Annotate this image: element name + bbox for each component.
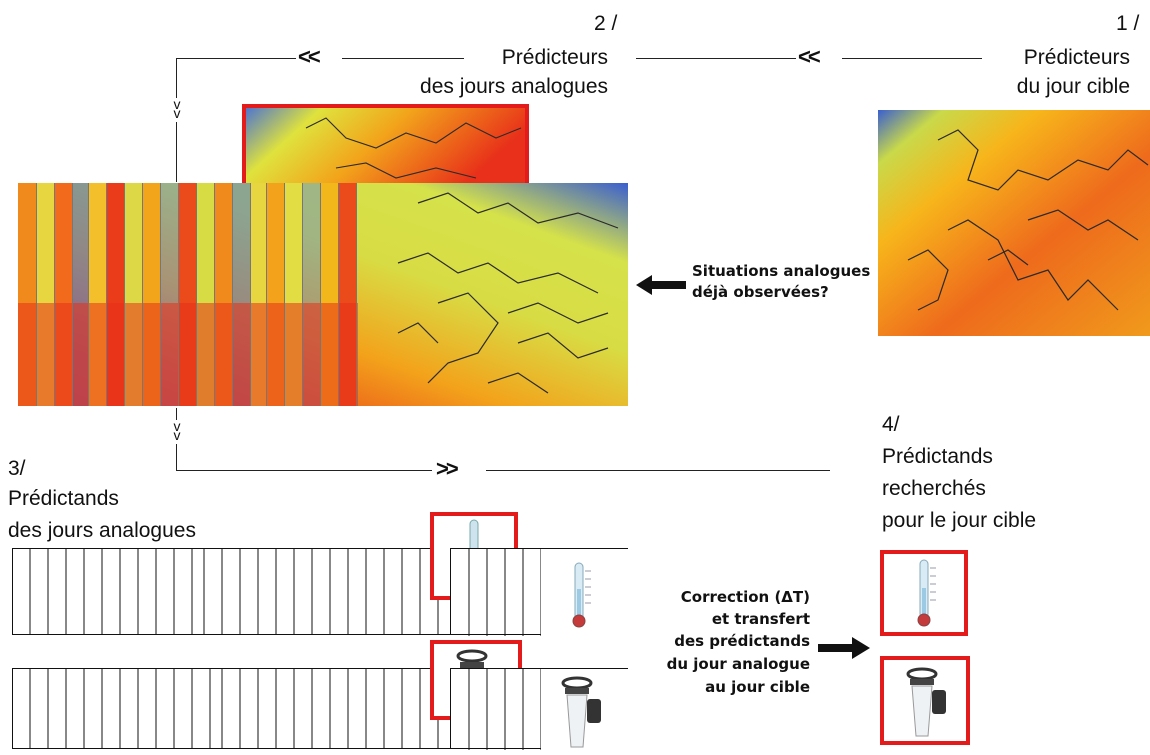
connector-line — [176, 408, 177, 420]
connector-line — [342, 58, 464, 59]
correction-line1: Correction (ΔT) — [680, 588, 810, 606]
target-day-predictor-map — [878, 110, 1150, 336]
step2-number: 2 / — [594, 12, 618, 35]
black-arrow-icon — [818, 637, 870, 664]
analog-map-stack — [18, 183, 628, 406]
connector-line — [636, 58, 796, 59]
step1-line2: du jour cible — [1016, 75, 1130, 98]
correction-line4: du jour analogue — [666, 655, 810, 673]
target-temperature-card — [880, 550, 968, 636]
thermometer-icon — [572, 562, 591, 628]
black-arrow-icon — [636, 275, 686, 300]
connector-line — [176, 444, 177, 470]
left-arrow-icon: << — [798, 44, 821, 69]
temperature-card-stack — [12, 548, 452, 635]
right-arrow-icon: >> — [436, 456, 459, 481]
temperature-card-front — [450, 548, 629, 636]
step4-number: 4/ — [882, 413, 900, 436]
question-line1: Situations analogues — [692, 262, 871, 280]
step4-line1: Prédictands — [882, 445, 993, 468]
step4-line3: pour le jour cible — [882, 509, 1037, 532]
step2-line1: Prédicteurs — [501, 46, 608, 69]
step3-line2: des jours analogues — [8, 519, 196, 542]
connector-line — [176, 58, 296, 59]
step3-number: 3/ — [8, 457, 26, 480]
correction-line5: au jour cible — [705, 678, 810, 696]
step1-line1: Prédicteurs — [1023, 46, 1130, 69]
rain-card-front — [450, 668, 629, 750]
left-arrow-icon: << — [298, 44, 321, 69]
step1-number: 1 / — [1116, 12, 1140, 35]
connector-line — [176, 58, 177, 98]
connector-line — [486, 470, 830, 471]
question-line2: déjà observées? — [692, 283, 829, 301]
step3-line1: Prédictands — [8, 487, 119, 510]
rain-card-stack — [12, 668, 452, 749]
rain-gauge-icon — [906, 667, 946, 737]
correction-line2: et transfert — [711, 610, 810, 628]
connector-line — [842, 58, 982, 59]
thermometer-icon — [917, 559, 936, 627]
step2-line2: des jours analogues — [420, 75, 608, 98]
correction-line3: des prédictands — [674, 632, 810, 650]
selected-analog-map — [246, 108, 525, 184]
connector-line — [176, 470, 432, 471]
target-rain-card — [880, 656, 970, 745]
step4-line2: recherchés — [882, 477, 986, 500]
rain-gauge-icon — [561, 676, 601, 748]
connector-line — [176, 122, 177, 182]
rain-gauge-icon — [456, 649, 488, 668]
